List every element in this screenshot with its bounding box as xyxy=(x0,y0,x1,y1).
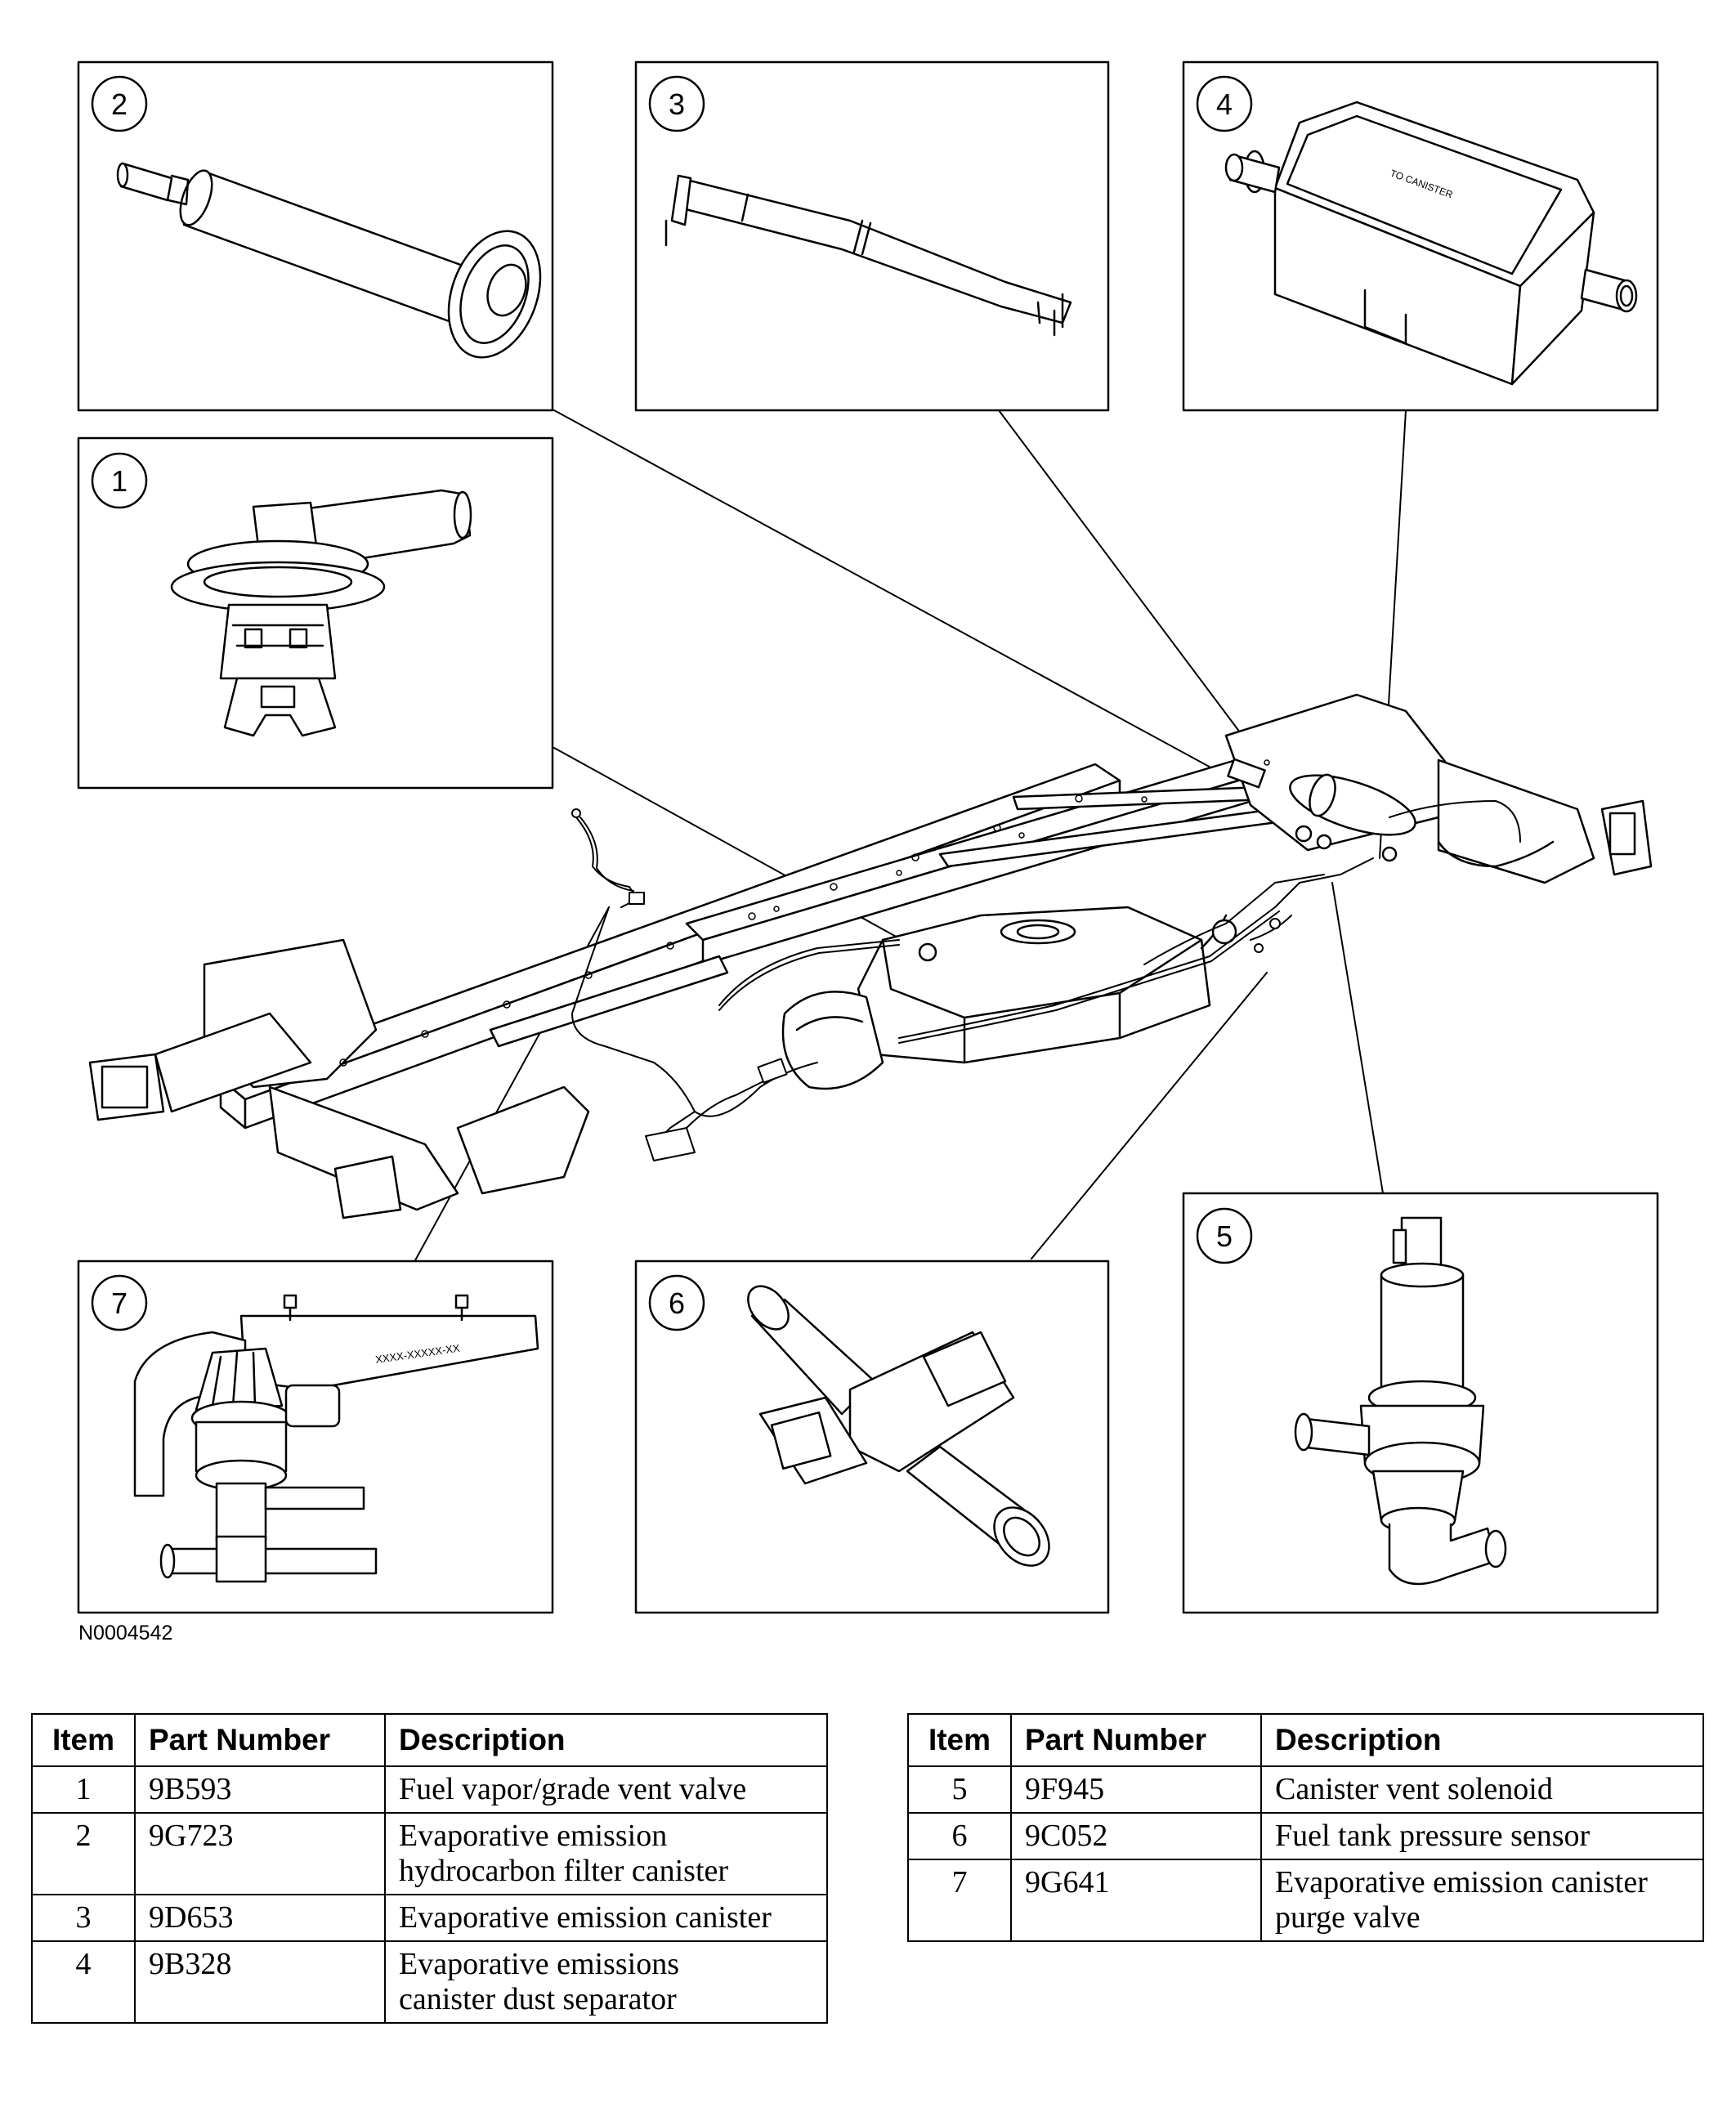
item-number: 5 xyxy=(907,1765,1012,1814)
vent-valve-drawing xyxy=(170,489,472,737)
figure-code: N0004542 xyxy=(78,1622,173,1644)
panel-1: 1 xyxy=(77,436,554,790)
panel-number-2: 2 xyxy=(111,87,128,121)
part-number: 9G723 xyxy=(134,1812,386,1895)
svg-text:6: 6 xyxy=(669,1286,685,1320)
part-number: 9B593 xyxy=(134,1765,386,1814)
pressure-sensor-drawing xyxy=(747,1285,1050,1567)
item-number: 3 xyxy=(31,1894,136,1942)
vapor-lines xyxy=(571,800,1521,1161)
part-number: 9C052 xyxy=(1010,1812,1262,1860)
evap-canister-drawing xyxy=(664,174,1072,337)
svg-text:7: 7 xyxy=(111,1286,128,1320)
svg-text:3: 3 xyxy=(669,87,685,121)
header-part-number: Part Number xyxy=(134,1713,386,1767)
header-description: Description xyxy=(384,1713,828,1767)
table-header-row: Item Part Number Description xyxy=(31,1713,828,1767)
item-number: 4 xyxy=(31,1940,136,2024)
evap-system-figure: 2 3 4 xyxy=(77,60,1659,1644)
panel-6: 6 xyxy=(634,1260,1110,1614)
purge-valve-drawing: XXXX-XXXXX-XX xyxy=(133,1294,539,1583)
part-number: 9D653 xyxy=(134,1894,386,1942)
header-part-number: Part Number xyxy=(1010,1713,1262,1767)
table-header-row: Item Part Number Description xyxy=(907,1713,1704,1767)
svg-text:5: 5 xyxy=(1216,1219,1233,1253)
part-number: 9B328 xyxy=(134,1940,386,2024)
header-item: Item xyxy=(907,1713,1012,1767)
panel-7: 7 XXXX-XXXXX-XX xyxy=(77,1260,554,1614)
part-number: 9F945 xyxy=(1010,1765,1262,1814)
description: Fuel tank pressure sensor xyxy=(1260,1812,1704,1860)
panel-3: 3 xyxy=(634,60,1110,412)
figure-drawing: 2 3 4 xyxy=(77,60,1659,1614)
panel-2: 2 xyxy=(77,60,554,412)
table-row: 3 9D653 Evaporative emission canister xyxy=(31,1894,828,1942)
dust-separator-drawing: TO CANISTER xyxy=(1224,101,1638,386)
canister-assembly xyxy=(1227,758,1555,868)
part-number: 9G641 xyxy=(1010,1859,1262,1942)
panel-4: 4 TO CANISTER xyxy=(1182,60,1659,412)
item-number: 6 xyxy=(907,1812,1012,1860)
description: Evaporative emission canister xyxy=(384,1894,828,1942)
leader-lines xyxy=(414,409,1407,1261)
legend-table-2: Item Part Number Description 5 9F945 Can… xyxy=(907,1713,1704,1942)
description: Canister vent solenoid xyxy=(1260,1765,1704,1814)
header-description: Description xyxy=(1260,1713,1704,1767)
header-item: Item xyxy=(31,1713,136,1767)
item-number: 2 xyxy=(31,1812,136,1895)
item-number: 1 xyxy=(31,1765,136,1814)
table-row: 5 9F945 Canister vent solenoid xyxy=(907,1765,1704,1814)
vent-solenoid-drawing xyxy=(1294,1216,1507,1586)
legend-table-1: Item Part Number Description 1 9B593 Fue… xyxy=(31,1713,828,2024)
hydrocarbon-filter-canister-drawing xyxy=(116,162,542,359)
fuel-tank xyxy=(781,906,1237,1090)
panel-5: 5 xyxy=(1182,1192,1659,1614)
description: Fuel vapor/grade vent valve xyxy=(384,1765,828,1814)
table-row: 6 9C052 Fuel tank pressure sensor xyxy=(907,1812,1704,1860)
svg-text:4: 4 xyxy=(1216,87,1233,121)
table-row: 1 9B593 Fuel vapor/grade vent valve xyxy=(31,1765,828,1814)
svg-text:1: 1 xyxy=(111,464,128,498)
item-number: 7 xyxy=(907,1859,1012,1942)
